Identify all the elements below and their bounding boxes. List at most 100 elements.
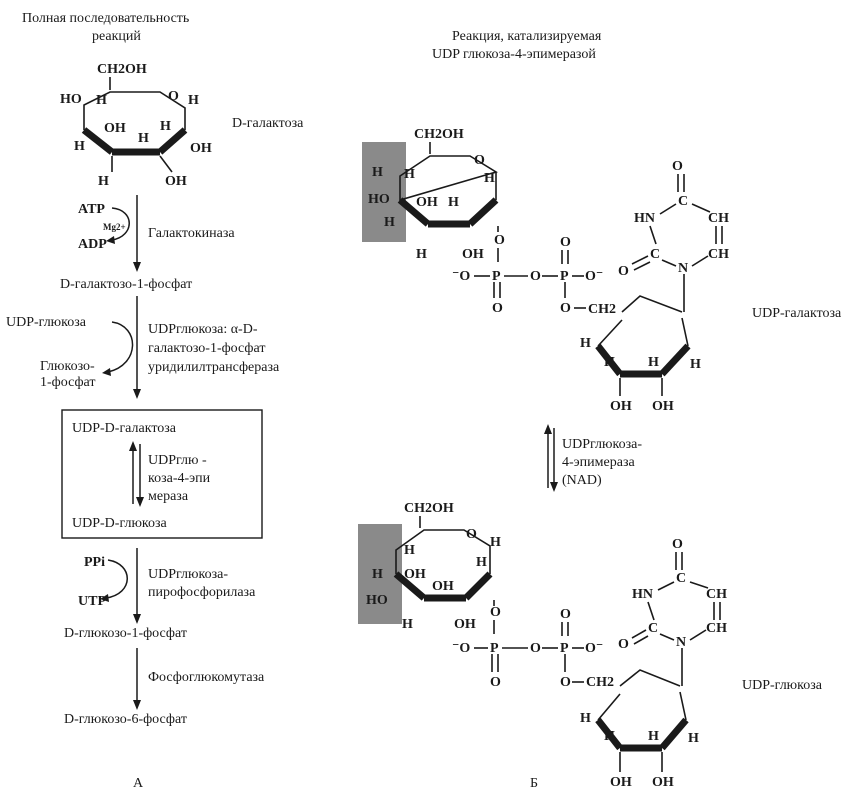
atom-n: N: [676, 635, 686, 650]
atom-h: H: [372, 165, 383, 180]
udp-glucose-label: UDP-глюкоза: [742, 678, 823, 693]
glucose-1-phosphate-out-1: Глюкозо-: [40, 359, 95, 374]
atom-h: H: [448, 195, 459, 210]
box-epimerase-2: коза-4-эпи: [148, 471, 211, 486]
epimerase-label-2: 4-эпимераза: [562, 455, 635, 470]
atom-ch: CH: [706, 587, 727, 602]
transferase-label-1: UDPглюкоза: α-D-: [148, 322, 258, 337]
pyrophosphorylase-2: пирофосфорилаза: [148, 585, 256, 600]
atom-oh: OH: [104, 121, 126, 136]
atom-o-minus: O⁻: [585, 269, 603, 284]
transferase-label-3: уридилилтрансфераза: [148, 360, 280, 375]
atom-h: H: [690, 357, 701, 372]
atom-oh: OH: [432, 579, 454, 594]
atom-o: O: [490, 675, 501, 690]
atom-o: O: [494, 233, 505, 248]
atom-p: P: [560, 641, 569, 656]
udp-galactose-structure: CH2OH O H HO H OH H H H H OH O ⁻O P O O …: [362, 127, 729, 414]
atom-h: H: [188, 93, 199, 108]
atom-ch2oh: CH2OH: [414, 127, 464, 142]
atom-o: O: [560, 235, 571, 250]
sugar-label: D-галактоза: [232, 116, 304, 131]
atom-oh: OH: [404, 567, 426, 582]
box-udp-glucose: UDP-D-глюкоза: [72, 516, 168, 531]
atom-c: C: [678, 194, 688, 209]
c4-highlight: [358, 524, 402, 624]
atom-p: P: [490, 641, 499, 656]
udp-galactose-label: UDP-галактоза: [752, 306, 842, 321]
atom-h: H: [416, 247, 427, 262]
atom-o: O: [560, 301, 571, 316]
atom-oh: OH: [190, 141, 212, 156]
box-epimerase-3: мераза: [148, 489, 189, 504]
product-glucose-1-phosphate: D-глюкозо-1-фосфат: [64, 626, 187, 641]
atom-h: H: [580, 336, 591, 351]
atom-hn: HN: [632, 587, 653, 602]
panel-a-header-line1: Полная последовательность: [22, 11, 189, 26]
atom-ch: CH: [708, 247, 729, 262]
galactokinase-label: Галактокиназа: [148, 226, 235, 241]
epimerase-label-3: (NAD): [562, 473, 602, 488]
atom-ho: HO: [60, 92, 82, 107]
atom-h: H: [372, 567, 383, 582]
atom-h: H: [98, 174, 109, 189]
epimerase-box: [61, 409, 263, 539]
atom-h: H: [604, 355, 615, 370]
atom-p: P: [492, 269, 501, 284]
atom-oh: OH: [454, 617, 476, 632]
atom-ch2: CH2: [586, 675, 614, 690]
atom-ch: CH: [708, 211, 729, 226]
atom-ch2: CH2: [588, 302, 616, 317]
box-epimerase-1: UDPглю -: [148, 453, 207, 468]
atom-o: O: [530, 641, 541, 656]
atom-o: O: [490, 605, 501, 620]
atom-oh: OH: [652, 399, 674, 414]
utp-label: UTP: [78, 594, 106, 609]
atom-o-minus: ⁻O: [452, 641, 470, 656]
atom-h: H: [96, 93, 107, 108]
epimerase-label-1: UDPглюкоза-: [562, 437, 642, 452]
udp-glucose-structure: CH2OH O H H OH H H HO OH H OH O ⁻O P O O…: [358, 501, 727, 790]
atom-ho: HO: [368, 192, 390, 207]
atom-o: O: [560, 675, 571, 690]
panel-a-label: A: [133, 776, 144, 791]
panel-b-label: Б: [530, 776, 538, 791]
atom-o: O: [492, 301, 503, 316]
atom-hn: HN: [634, 211, 655, 226]
atom-c: C: [650, 247, 660, 262]
atom-o: O: [618, 637, 629, 652]
atom-o: O: [530, 269, 541, 284]
atom-p: P: [560, 269, 569, 284]
c4-highlight: [362, 142, 406, 242]
atom-oh: OH: [416, 195, 438, 210]
panel-a-header-line2: реакций: [92, 29, 141, 44]
galactose-structure: CH2OH O HO H H OH H OH H H H OH: [60, 62, 212, 189]
atom-ring-o: O: [168, 89, 179, 104]
atom-o: O: [560, 607, 571, 622]
atom-ring-o: O: [466, 527, 477, 542]
transferase-label-2: галактозо-1-фосфат: [148, 341, 265, 356]
atom-uo: O: [672, 537, 683, 552]
atom-h: H: [648, 355, 659, 370]
ppi-label: PPi: [84, 555, 105, 570]
atom-oh: OH: [462, 247, 484, 262]
box-udp-galactose: UDP-D-галактоза: [72, 421, 177, 436]
atom-c: C: [648, 621, 658, 636]
atom-ch2oh: CH2OH: [404, 501, 454, 516]
atom-h: H: [384, 215, 395, 230]
atom-ch2oh: CH2OH: [97, 62, 147, 77]
atom-o-minus: ⁻O: [452, 269, 470, 284]
panel-b: Реакция, катализируемая UDP глюкоза-4-эп…: [358, 29, 842, 791]
glucose-1-phosphate-out-2: 1-фосфат: [40, 375, 96, 390]
product-glucose-6-phosphate: D-глюкозо-6-фосфат: [64, 712, 187, 727]
phosphoglucomutase-label: Фосфоглюкомутаза: [148, 670, 265, 685]
atom-ring-o: O: [474, 153, 485, 168]
atom-h: H: [476, 555, 487, 570]
atom-h: H: [138, 131, 149, 146]
atom-n: N: [678, 261, 688, 276]
adp-label: ADP: [78, 237, 107, 252]
atom-oh: OH: [652, 775, 674, 790]
atom-h: H: [484, 171, 495, 186]
atom-h: H: [404, 167, 415, 182]
atom-h: H: [402, 617, 413, 632]
